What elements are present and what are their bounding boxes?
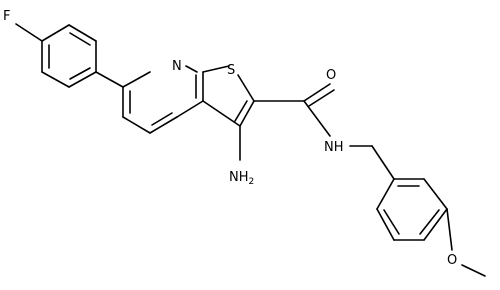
bond — [41, 24, 70, 42]
bond — [176, 100, 204, 118]
bond — [303, 83, 331, 102]
bond — [41, 71, 70, 88]
amide-nh-label: NH — [324, 140, 344, 155]
bond-lines — [15, 23, 486, 277]
bond — [446, 208, 453, 251]
bond — [202, 65, 230, 73]
amino-group-label: NH2 — [229, 170, 254, 187]
bond — [202, 100, 241, 127]
bond — [122, 71, 151, 88]
bond — [151, 112, 173, 126]
pyridine-nitrogen-label: N — [172, 59, 182, 74]
bond — [234, 100, 248, 122]
bond — [371, 145, 395, 180]
atom-labels: F N S O NH NH2 O — [3, 9, 457, 268]
bond — [308, 89, 335, 107]
amide-hydrogen-label: H — [334, 140, 344, 155]
bond — [419, 209, 440, 235]
fluorine-label: F — [3, 9, 10, 24]
bond — [239, 100, 255, 127]
bond — [68, 71, 97, 88]
methoxy-oxygen-label: O — [447, 253, 457, 268]
bond — [376, 208, 395, 241]
bond — [149, 116, 178, 134]
carbonyl-oxygen-label: O — [326, 68, 336, 83]
bond — [69, 32, 91, 46]
amino-nitrogen-label: NH — [229, 170, 249, 185]
bond — [95, 71, 124, 88]
bond — [15, 23, 43, 42]
amide-nitrogen-label: N — [324, 140, 334, 155]
bond — [383, 209, 400, 235]
bond — [303, 100, 331, 137]
bond — [69, 67, 91, 80]
bond — [237, 74, 255, 102]
thiophene-sulfur-label: S — [227, 63, 235, 78]
bond — [185, 65, 198, 73]
bond — [376, 178, 395, 210]
bond — [461, 264, 486, 277]
bond — [122, 116, 151, 134]
bond — [423, 208, 448, 241]
bond — [423, 178, 448, 210]
bond — [68, 24, 97, 42]
amino-subscript-label: 2 — [249, 177, 255, 187]
